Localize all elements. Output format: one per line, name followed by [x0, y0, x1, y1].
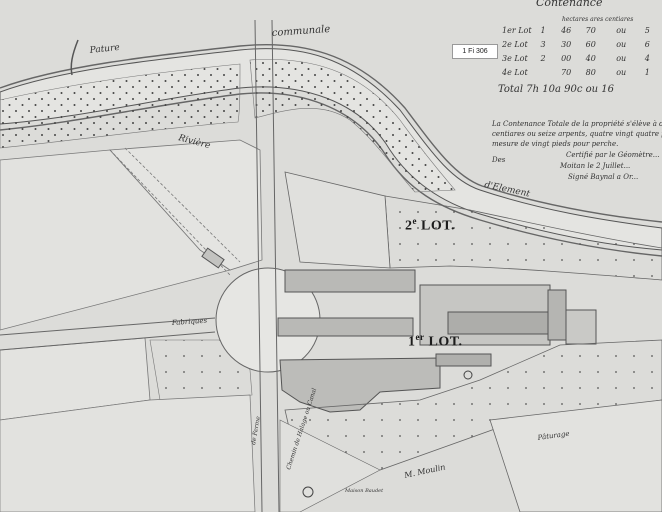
meadow-island [249, 59, 456, 193]
legend-note: Certifié par le Géomètre... [566, 151, 660, 159]
row-value: 1 [644, 68, 650, 77]
lower-east-field [489, 399, 662, 512]
area-legend: Contenance hectares ares centiares 1er L… [492, 0, 662, 205]
row-ca: 60 [585, 40, 596, 49]
lot-1-suffix: er [415, 332, 425, 342]
building-8 [435, 353, 492, 367]
legend-row: 4e Lot 70 80 ou 1 [502, 68, 650, 77]
legend-note: Moitan le 2 Juillet... [560, 162, 631, 170]
label-route: de Ferme [250, 415, 262, 445]
row-ha: 2 [540, 54, 546, 63]
lot-1-label: 1er LOT. [408, 332, 463, 351]
row-a: 46 [561, 26, 572, 35]
legend-row: 3e Lot 2 00 40 ou 4 [502, 54, 650, 63]
road-west [0, 317, 216, 351]
field-south [279, 419, 381, 512]
label-communale: communale [271, 24, 330, 39]
building-2 [277, 317, 414, 337]
row-or: ou [616, 68, 627, 77]
lot2-interior [284, 171, 391, 269]
lot-2-label: 2e LOT. [405, 216, 455, 235]
building-1 [284, 269, 416, 293]
label-fabriques: Fabriques [171, 317, 208, 328]
legend-note: mesure de vingt pieds pour perche. [492, 140, 619, 148]
label-mr-moulin: M. Moulin [403, 462, 447, 480]
round-mark [302, 486, 314, 498]
legend-header: hectares ares centiares [562, 16, 634, 23]
road-vertical [254, 19, 280, 512]
archive-reference-label: 1 Fi 306 [452, 44, 498, 59]
row-lot: 4e Lot [502, 68, 528, 77]
building-7 [565, 309, 597, 345]
small-structure [201, 247, 225, 269]
stream [70, 39, 79, 76]
legend-row: 2e Lot 3 30 60 ou 6 [502, 40, 650, 49]
row-value: 4 [644, 54, 650, 63]
lot-1-word: LOT. [428, 334, 463, 350]
row-ha: 3 [540, 40, 546, 49]
well-symbol [463, 370, 473, 380]
row-or: ou [616, 26, 627, 35]
row-lot: 1er Lot [502, 26, 532, 35]
row-lot: 3e Lot [502, 54, 528, 63]
label-pature: Pature [88, 43, 120, 56]
legend-title: Contenance [536, 0, 603, 9]
row-lot: 2e Lot [502, 40, 528, 49]
legend-total: Total 7h 10a 90c ou 16 [498, 84, 614, 95]
row-value: 5 [644, 26, 650, 35]
row-ca: 80 [585, 68, 596, 77]
river-upper-bank [0, 43, 662, 223]
building-6 [547, 289, 567, 341]
lot-1-number: 1 [408, 334, 416, 350]
field-north-west [109, 139, 263, 271]
legend-des: Des [492, 156, 506, 164]
row-ca: 40 [585, 54, 596, 63]
lot-2-number: 2 [405, 218, 413, 234]
row-or: ou [616, 54, 627, 63]
row-ha: 1 [540, 26, 546, 35]
legend-note: centiares ou seize arpents, quatre vingt… [492, 130, 662, 138]
building-5 [447, 311, 549, 335]
row-ca: 70 [585, 26, 596, 35]
lot-2-word: LOT. [421, 218, 456, 234]
label-maison: Maison Baudet [344, 488, 384, 494]
legend-note: La Contenance Totale de la propriété s'é… [492, 120, 662, 128]
row-a: 70 [561, 68, 572, 77]
legend-row: 1er Lot 1 46 70 ou 5 [502, 26, 650, 35]
legend-note: Signé Baynal a Or... [568, 173, 639, 181]
row-value: 6 [644, 40, 650, 49]
row-or: ou [616, 40, 627, 49]
row-a: 30 [561, 40, 572, 49]
south-parcel [0, 394, 256, 512]
lot-2-suffix: e [412, 216, 417, 226]
meadow-north [0, 63, 241, 149]
row-a: 00 [561, 54, 572, 63]
road-diagonal [109, 147, 241, 276]
